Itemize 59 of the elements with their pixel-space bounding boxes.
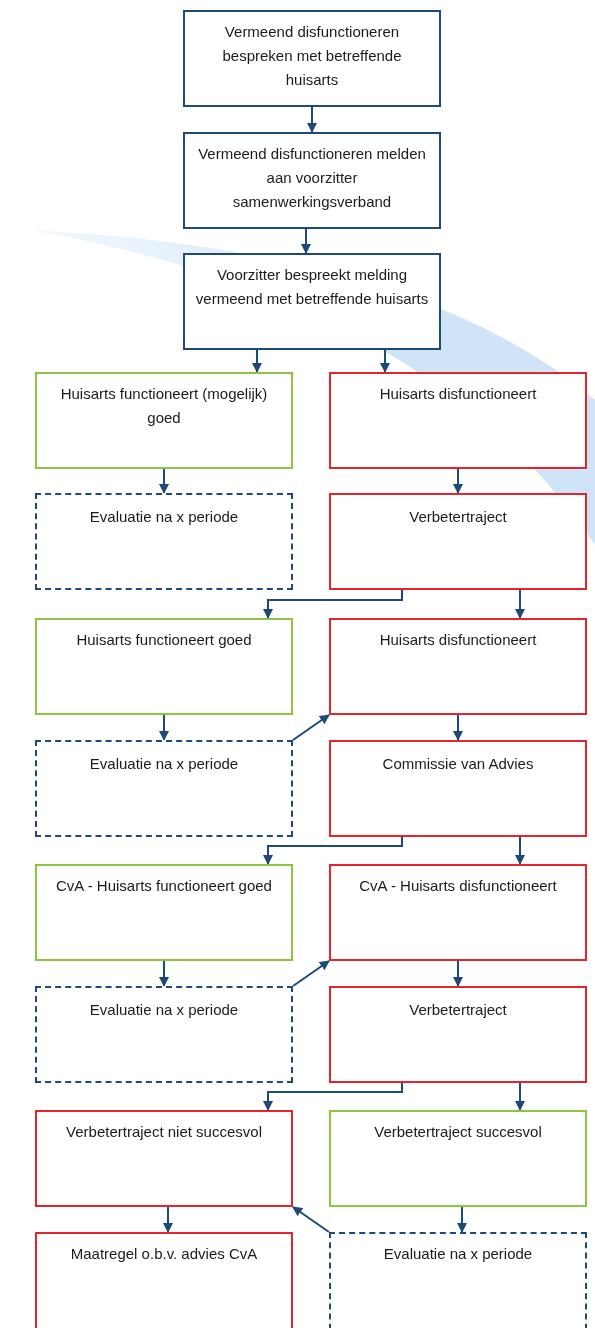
box-label: Commissie van Advies [382, 754, 534, 774]
box-label: Evaluatie na x periode [383, 1244, 533, 1264]
arrow [457, 1206, 467, 1233]
arrow [292, 960, 330, 987]
arrow [159, 960, 169, 987]
box-label: Huisarts disfunctioneert [379, 630, 537, 650]
arrow [515, 1082, 525, 1111]
arrow [453, 468, 463, 494]
arrow [159, 714, 169, 741]
process-box [329, 372, 587, 469]
evaluation-box [329, 1232, 587, 1328]
box-label: Evaluatie na x periode [89, 754, 239, 774]
arrow [263, 836, 403, 865]
outcome-box [35, 618, 293, 715]
process-box [329, 740, 587, 837]
box-label: CvA - Huisarts disfunctioneert [359, 876, 557, 896]
box-label: Huisarts functioneert (mogelijk) goed [59, 384, 269, 428]
arrow [263, 1082, 403, 1111]
process-box [329, 986, 587, 1083]
arrow [453, 960, 463, 987]
outcome-box [329, 1110, 587, 1207]
arrow [159, 468, 169, 494]
arrow [307, 106, 317, 133]
arrow [301, 228, 311, 254]
process-box [35, 1232, 293, 1328]
process-box [183, 132, 441, 229]
box-label: Evaluatie na x periode [89, 507, 239, 527]
arrow [453, 714, 463, 741]
arrow [292, 714, 330, 741]
process-box [329, 493, 587, 590]
box-label: Verbetertraject [409, 1000, 507, 1020]
box-label: Verbetertraject succesvol [374, 1122, 542, 1142]
process-box [35, 1110, 293, 1207]
evaluation-box [35, 740, 293, 837]
process-box [183, 10, 441, 107]
box-label: Evaluatie na x periode [89, 1000, 239, 1020]
box-label: CvA - Huisarts functioneert goed [56, 876, 272, 896]
box-label: Huisarts disfunctioneert [379, 384, 537, 404]
box-label: Verbetertraject [409, 507, 507, 527]
arrow [163, 1206, 173, 1233]
process-box [329, 618, 587, 715]
box-label: Maatregel o.b.v. advies CvA [70, 1244, 258, 1264]
process-box [329, 864, 587, 961]
box-label: Voorzitter bespreekt melding vermeend met betreffende huisarts [195, 265, 429, 309]
box-label: Huisarts functioneert goed [76, 630, 252, 650]
box-label: Vermeend disfunctioneren melden aan voorzitter samenwerkingsverband [197, 144, 427, 212]
process-box [183, 253, 441, 350]
box-label: Verbetertraject niet succesvol [66, 1122, 262, 1142]
arrow [380, 349, 390, 373]
outcome-box [35, 864, 293, 961]
outcome-box [35, 372, 293, 469]
arrow [292, 1206, 330, 1233]
evaluation-box [35, 493, 293, 590]
arrow [263, 589, 403, 619]
arrow [515, 589, 525, 619]
arrow [252, 349, 262, 373]
arrow [515, 836, 525, 865]
box-label: Vermeend disfunctioneren bespreken met betreffende huisarts [221, 22, 403, 90]
evaluation-box [35, 986, 293, 1083]
